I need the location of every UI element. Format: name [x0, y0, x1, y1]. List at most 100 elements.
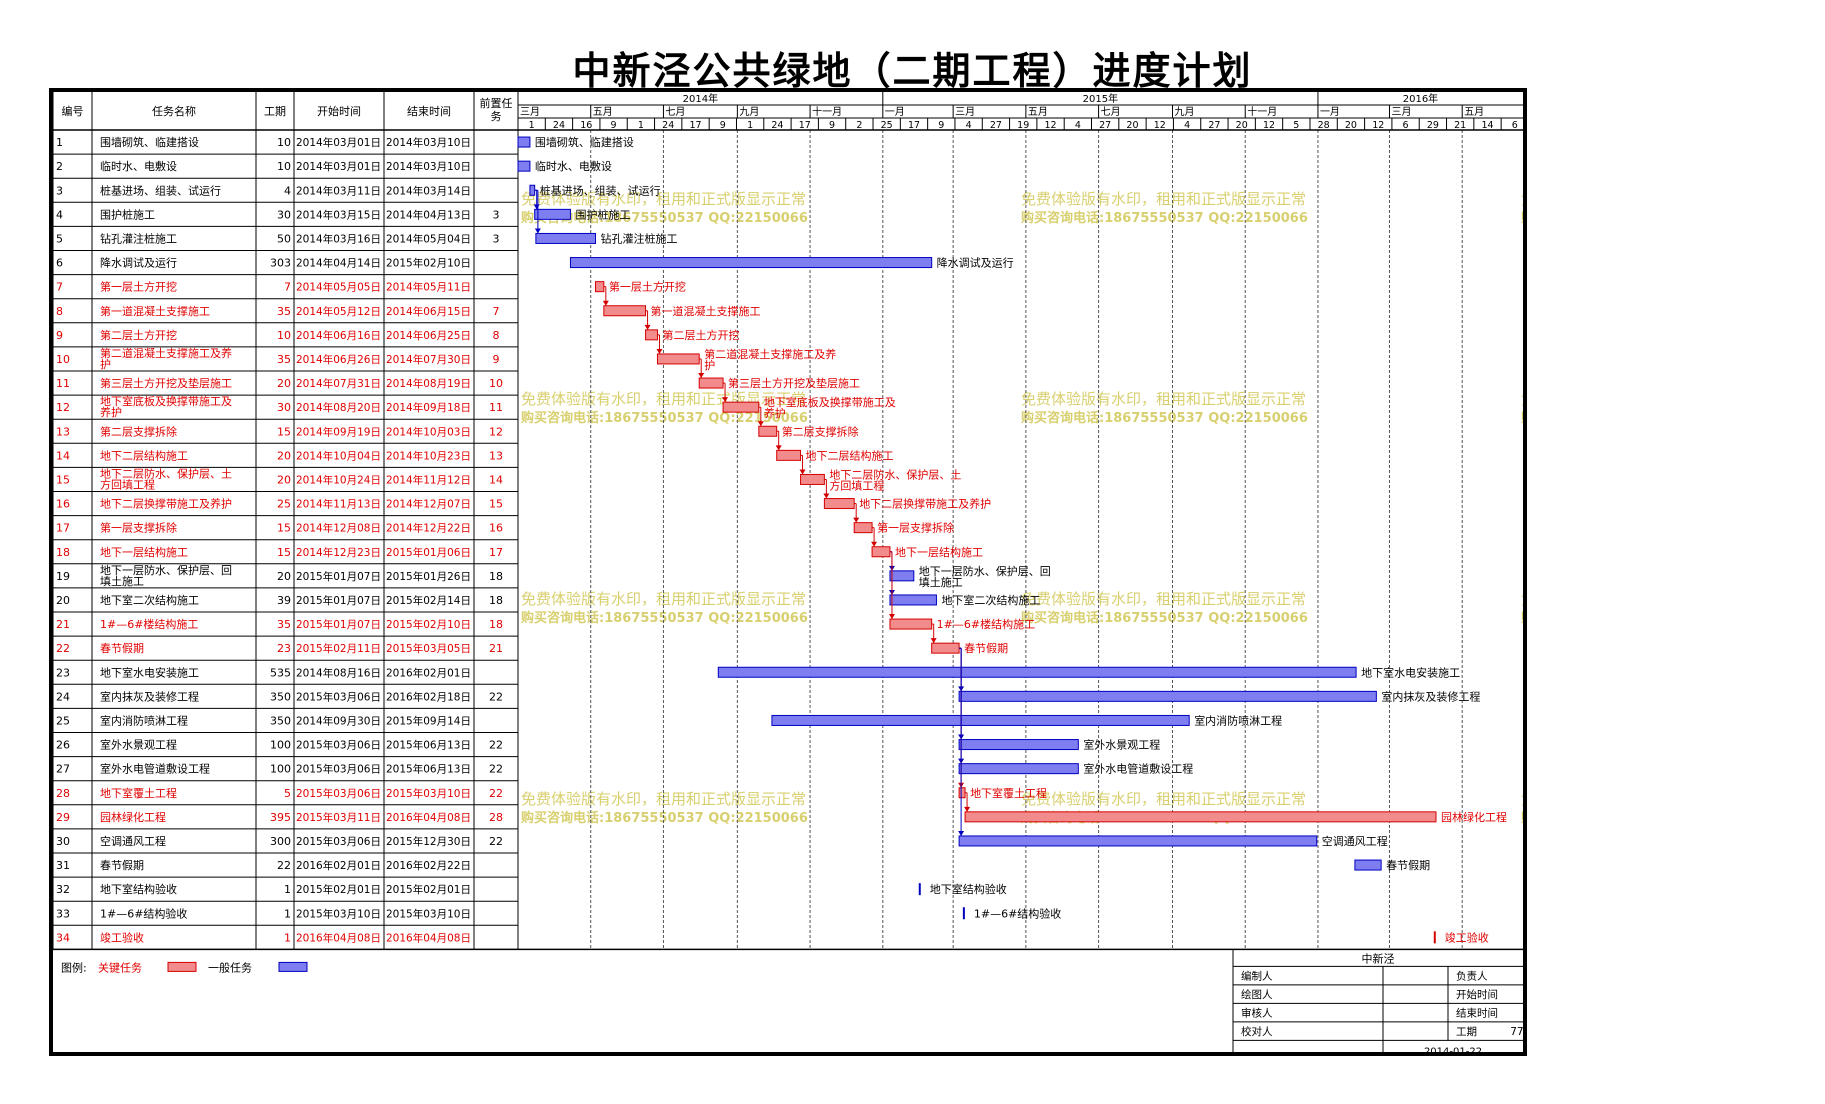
task-start-date: 2015年01月07日 — [296, 618, 381, 631]
task-duration: 395 — [270, 811, 291, 824]
legend-normal-label: 一般任务 — [208, 961, 252, 974]
task-duration: 10 — [277, 329, 291, 342]
info-box-cell: 770天 — [1510, 1026, 1523, 1038]
task-duration: 1 — [284, 883, 291, 896]
bar-label: 地下二层结构施工 — [806, 448, 894, 462]
day-tick-label: 21 — [1454, 120, 1466, 131]
normal-task-bar — [958, 690, 1377, 702]
task-id: 5 — [56, 232, 63, 245]
dependency-arrow — [722, 397, 729, 403]
task-id: 11 — [56, 377, 70, 390]
task-end-date: 2014年06月25日 — [386, 329, 471, 342]
bar-label: 室内抹灰及装修工程 — [1381, 689, 1480, 703]
day-tick-label: 9 — [611, 120, 617, 131]
critical-task-bar — [656, 353, 700, 365]
task-start-date: 2014年03月15日 — [296, 208, 381, 221]
task-duration: 22 — [277, 859, 291, 872]
task-start-date: 2014年03月11日 — [296, 184, 381, 197]
task-end-date: 2015年03月10日 — [386, 787, 471, 800]
dependency-arrow — [871, 541, 878, 547]
task-id: 1 — [56, 136, 63, 149]
month-label: 七月 — [665, 106, 685, 118]
bar-label: 地下二层换撑带施工及养护 — [859, 497, 991, 511]
task-duration: 35 — [277, 618, 291, 631]
task-predecessor: 9 — [493, 353, 500, 366]
info-box-cell: 开始时间 — [1456, 988, 1498, 1001]
normal-task-bar — [517, 160, 531, 172]
task-end-date: 2014年06月15日 — [386, 305, 471, 318]
task-start-date: 2014年07月31日 — [296, 377, 381, 390]
task-duration: 350 — [270, 714, 291, 727]
dependency-arrow — [888, 614, 895, 620]
watermark-text: 免费体验版有水印，租用和正式版显示正常 — [521, 790, 806, 808]
info-box-cell: 工期 — [1456, 1026, 1477, 1038]
critical-task-bar — [889, 618, 933, 630]
task-duration: 25 — [277, 498, 291, 511]
day-tick-label: 1 — [638, 120, 644, 131]
task-predecessor: 13 — [489, 449, 503, 462]
task-name: 方回填工程 — [100, 477, 155, 491]
day-tick-label: 27 — [990, 120, 1002, 131]
day-tick-label: 12 — [1263, 120, 1275, 131]
task-end-date: 2016年02月01日 — [386, 666, 471, 679]
day-tick-label: 5 — [1293, 120, 1299, 131]
critical-task-bar — [871, 546, 891, 558]
task-predecessor: 7 — [493, 305, 500, 318]
normal-task-bar — [889, 570, 915, 582]
task-start-date: 2014年03月01日 — [296, 160, 381, 173]
task-id: 34 — [56, 931, 70, 944]
day-tick-label: 6 — [1403, 120, 1409, 131]
day-tick-label: 24 — [662, 120, 674, 131]
month-label: 五月 — [593, 106, 613, 118]
task-predecessor: 15 — [489, 498, 503, 511]
task-name: 护 — [100, 357, 111, 371]
column-header: 工期 — [264, 105, 286, 118]
task-end-date: 2014年11月12日 — [386, 473, 471, 486]
task-name: 地下一层结构施工 — [100, 545, 188, 559]
task-start-date: 2015年03月06日 — [296, 835, 381, 848]
watermark-text: 免费体验版有水印，租用和正式版显示正常 — [1021, 590, 1306, 608]
dependency-arrow — [958, 830, 965, 836]
task-end-date: 2016年02月18日 — [386, 690, 471, 703]
task-end-date: 2014年09月18日 — [386, 401, 471, 414]
task-name: 第二层土方开挖 — [100, 328, 177, 342]
task-name: 钻孔灌注桩施工 — [100, 231, 177, 245]
bar-label: 第二层支撑拆除 — [782, 424, 859, 438]
task-name: 养护 — [100, 405, 122, 419]
watermark-text: 购买咨询电话:18675550537 QQ:22150066 — [521, 810, 808, 826]
bar-label: 填土施工 — [919, 575, 963, 589]
task-name: 地下二层换撑带施工及养护 — [100, 497, 232, 511]
watermark-text: 免费体验版有水印，租用和正式版显示正常 — [1021, 390, 1306, 408]
watermark-text: 购买咨询电话:18675550537 QQ:22150066 — [1021, 210, 1308, 226]
bar-label: 第一道混凝土支撑施工 — [651, 304, 761, 318]
critical-task-bar — [645, 329, 658, 341]
watermark-text: 购买咨询电话:18675550537 QQ:22150066 — [521, 610, 808, 626]
normal-task-bar — [569, 257, 933, 269]
task-predecessor: 22 — [489, 739, 503, 752]
task-end-date: 2015年02月10日 — [386, 257, 471, 270]
task-id: 25 — [56, 714, 70, 727]
task-predecessor: 22 — [489, 763, 503, 776]
task-name: 室外水景观工程 — [100, 738, 177, 752]
task-duration: 50 — [277, 232, 291, 245]
task-start-date: 2014年05月05日 — [296, 281, 381, 294]
task-predecessor: 18 — [489, 570, 503, 583]
task-id: 8 — [56, 305, 63, 318]
critical-task-bar — [698, 377, 724, 389]
task-duration: 35 — [277, 353, 291, 366]
day-tick-label: 1 — [747, 120, 753, 131]
critical-task-bar — [931, 642, 960, 654]
watermark-text: 购买咨询电话:18675550537 QQ:22150066 — [1021, 410, 1308, 426]
task-end-date: 2014年03月14日 — [386, 184, 471, 197]
critical-task-bar — [823, 498, 855, 510]
watermark-text: 免费体验版有水印，租用和正式版显示正常 — [1521, 790, 1523, 808]
task-end-date: 2015年06月13日 — [386, 763, 471, 776]
task-id: 17 — [56, 522, 70, 535]
task-start-date: 2014年11月13日 — [296, 498, 381, 511]
task-duration: 23 — [277, 642, 291, 655]
day-tick-label: 17 — [689, 120, 701, 131]
task-id: 10 — [56, 353, 70, 366]
task-predecessor: 17 — [489, 546, 503, 559]
task-predecessor: 22 — [489, 690, 503, 703]
task-duration: 10 — [277, 160, 291, 173]
